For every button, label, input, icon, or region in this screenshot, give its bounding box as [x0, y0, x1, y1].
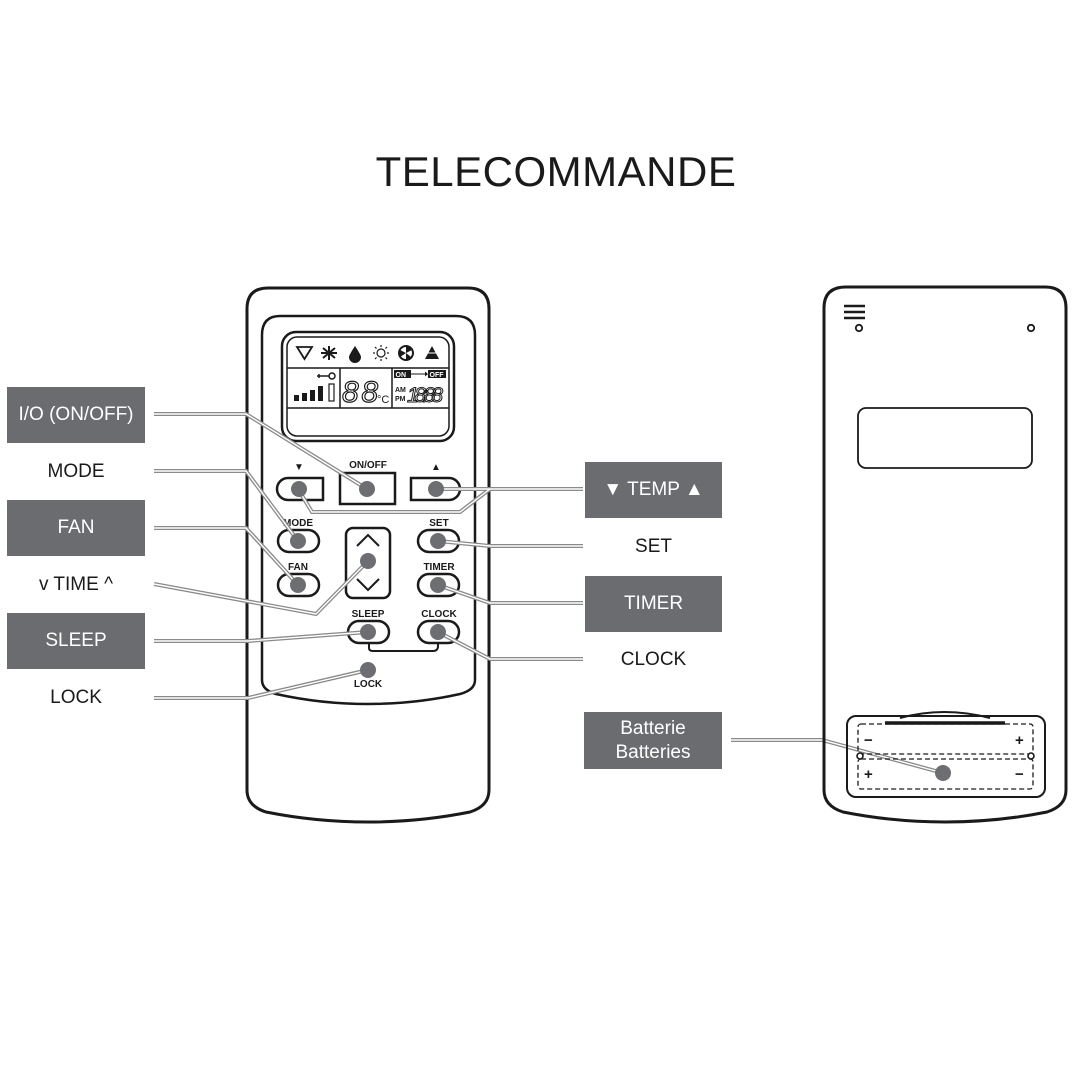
label-onoff: I/O (ON/OFF): [7, 387, 145, 443]
cool-icon: [321, 346, 337, 360]
label-sleep: SLEEP: [7, 613, 145, 669]
lcd-frame: [280, 330, 456, 443]
mode-button[interactable]: [276, 528, 321, 554]
front-keypad-panel: [260, 314, 477, 706]
polarity-bottom-left: +: [864, 766, 873, 783]
turbo-icon: [425, 346, 439, 359]
lcd-temp-unit: °C: [377, 394, 389, 406]
mode-dot: [290, 533, 306, 549]
temp-up-dot: [428, 481, 444, 497]
lcd-timer-on: ON: [396, 372, 407, 379]
label-lock: LOCK: [50, 687, 102, 708]
back-remote-body: [822, 285, 1068, 824]
back-label-window: [857, 407, 1033, 469]
front-remote: [245, 286, 491, 824]
label-mode: MODE: [47, 461, 105, 482]
sleep-clock-bracket: [368, 643, 439, 652]
onoff-button-label: ON/OFF: [349, 460, 387, 471]
onoff-button[interactable]: [338, 471, 397, 506]
battery-slot-top: [857, 723, 1034, 755]
battery-dot: [935, 765, 951, 781]
time-up-chevron: [356, 533, 380, 547]
back-remote: [822, 285, 1068, 824]
set-dot: [430, 533, 446, 549]
screw-hole-right: [1026, 323, 1036, 333]
front-button-labels: ▼ ON/OFF ▲ MODE SET FAN TIMER SLEEP CLOC…: [283, 460, 458, 690]
label-time: v TIME ^: [38, 574, 113, 595]
fan-icon: [398, 345, 414, 361]
fan-button-label: FAN: [288, 562, 308, 573]
onoff-dot: [359, 481, 375, 497]
lock-button-label: LOCK: [354, 679, 383, 690]
label-fan: FAN: [7, 500, 145, 556]
sleep-button-label: SLEEP: [352, 609, 385, 620]
time-dot: [360, 553, 376, 569]
label-batteries: Batterie Batteries: [584, 712, 722, 769]
temp-up-symbol: ▲: [431, 462, 441, 473]
auto-icon: [295, 346, 314, 361]
set-button-label: SET: [429, 518, 448, 529]
lcd-timer-off: OFF: [430, 372, 445, 379]
front-buttons: [275, 471, 462, 652]
battery-polarity: − + + −: [864, 732, 1024, 783]
timer-button[interactable]: [416, 572, 461, 598]
label-batteries-en: Batteries: [615, 741, 691, 763]
polarity-top-left: −: [864, 732, 873, 749]
temp-down-button[interactable]: [275, 476, 325, 502]
label-temp: ▼ TEMP ▲: [585, 462, 722, 518]
front-remote-body: [245, 286, 491, 824]
lcd-screen: [286, 336, 450, 437]
label-batteries-fr: Batterie: [620, 717, 686, 739]
page-title: TELECOMMANDE: [375, 148, 737, 195]
timer-dot: [430, 577, 446, 593]
label-timer: TIMER: [585, 576, 722, 632]
clock-button-label: CLOCK: [421, 609, 457, 620]
battery-slot-bottom: [857, 758, 1034, 790]
time-adjust-button[interactable]: [344, 526, 392, 600]
lcd-am: AM: [395, 387, 406, 394]
screw-hole-left: [854, 323, 864, 333]
timer-button-label: TIMER: [423, 562, 455, 573]
label-set: SET: [635, 536, 672, 557]
mode-button-label: MODE: [283, 518, 313, 529]
clock-dot: [430, 624, 446, 640]
dry-icon: [349, 346, 361, 363]
fan-button[interactable]: [276, 572, 321, 598]
lcd-lock-key-icon: [317, 372, 336, 380]
lcd-pm: PM: [395, 396, 406, 403]
fan-dot: [290, 577, 306, 593]
lock-dot: [360, 662, 376, 678]
set-button[interactable]: [416, 528, 461, 554]
heat-icon: [373, 345, 389, 361]
temp-down-symbol: ▼: [294, 462, 304, 473]
polarity-bottom-right: −: [1015, 766, 1024, 783]
lcd-mode-icons: [295, 345, 439, 363]
lcd-clock: 18:88: [407, 384, 443, 407]
temp-down-dot: [291, 481, 307, 497]
lcd-temperature: 88: [342, 376, 378, 409]
polarity-top-right: +: [1015, 732, 1024, 749]
menu-lines-icon: [844, 304, 865, 320]
callout-lines: [153, 412, 944, 775]
lcd-fan-speed-bars: [294, 383, 335, 402]
sleep-dot: [360, 624, 376, 640]
battery-compartment: [846, 715, 1046, 798]
time-down-chevron: [356, 578, 380, 592]
label-clock: CLOCK: [620, 649, 687, 670]
